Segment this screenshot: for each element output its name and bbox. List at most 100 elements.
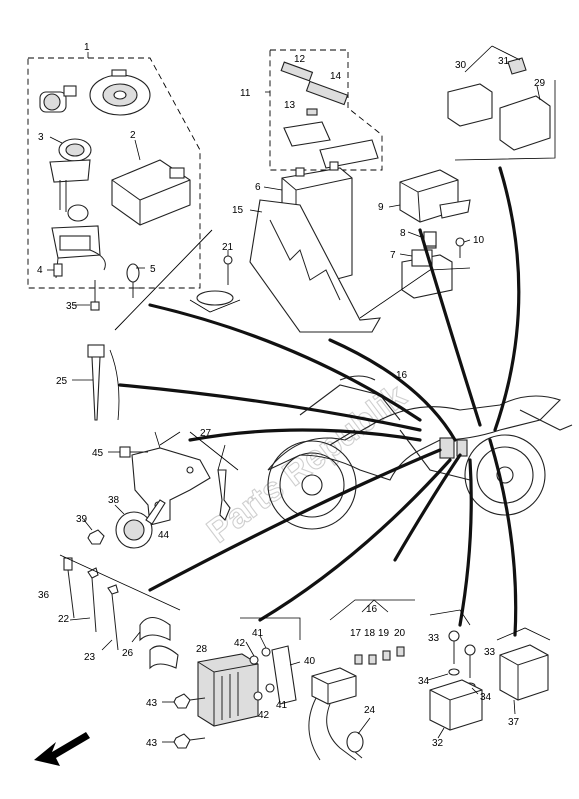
callout-3: 3 (38, 132, 44, 143)
callout-15: 15 (232, 205, 244, 216)
motorcycle-silhouette (267, 375, 573, 530)
relay-37-part (499, 644, 549, 701)
callout-17: 17 (350, 628, 362, 639)
callout-28: 28 (196, 644, 208, 655)
bolts-33-part (448, 630, 476, 678)
callout-25: 25 (56, 376, 68, 387)
relay-group (359, 169, 471, 319)
group-1-dashed-outline (27, 57, 201, 289)
callout-33a: 33 (428, 633, 440, 644)
watermark-text: Parts Republik (200, 377, 413, 551)
rectifier-28-part (197, 653, 259, 727)
battery-band-12 (280, 61, 314, 82)
battery-band-14 (305, 80, 349, 106)
callout-35: 35 (66, 301, 78, 312)
callout-16a: 16 (396, 370, 408, 381)
main-switch-part (49, 138, 106, 279)
bolt-35-part (90, 280, 100, 311)
holder-26-part (139, 616, 179, 670)
relay-32-part (429, 679, 483, 731)
pad-13 (306, 108, 318, 116)
callout-5: 5 (150, 264, 156, 275)
horn-part (115, 499, 166, 549)
key-part (126, 263, 140, 298)
front-direction-arrow (34, 732, 90, 766)
callout-1: 1 (84, 42, 90, 53)
callout-20: 20 (394, 628, 406, 639)
clamp-27-part (217, 469, 231, 521)
left-parts-group (72, 250, 241, 549)
cable-tie-22-part (87, 567, 99, 633)
cap-31-part (507, 57, 527, 75)
callout-29: 29 (534, 78, 546, 89)
bolt-4-part (53, 263, 63, 277)
callout-22: 22 (58, 614, 70, 625)
clamp-24-part (346, 731, 364, 759)
connector-group-top-right (447, 45, 556, 161)
callout-37: 37 (508, 717, 520, 728)
callout-8: 8 (400, 228, 406, 239)
callout-10: 10 (473, 235, 485, 246)
relay-29-part (499, 95, 551, 151)
fuses-17-20-part (354, 646, 405, 665)
callout-34a: 34 (418, 676, 430, 687)
callout-27: 27 (200, 428, 212, 439)
nut-39-part (87, 529, 105, 545)
callout-38: 38 (108, 495, 120, 506)
callout-44: 44 (158, 530, 170, 541)
bolt-10-part (455, 237, 465, 258)
callout-18: 18 (364, 628, 376, 639)
rectifier-group (162, 617, 301, 749)
fuse-box-group (308, 599, 415, 761)
callout-42b: 42 (258, 710, 270, 721)
relay-30-part (447, 83, 493, 127)
battery-box-part (249, 199, 382, 333)
cable-tie-23-part (107, 584, 119, 651)
connection-lines (118, 166, 521, 637)
callout-42a: 42 (234, 638, 246, 649)
fuel-lock-part (89, 69, 151, 116)
callout-13: 13 (284, 100, 296, 111)
callout-43a: 43 (146, 698, 158, 709)
callout-34b: 34 (480, 692, 492, 703)
seat-lock-part (39, 85, 77, 113)
callout-43b: 43 (146, 738, 158, 749)
plate-40-part (271, 645, 297, 705)
callout-2: 2 (130, 130, 136, 141)
callout-41b: 41 (276, 700, 288, 711)
fuse-box-part (308, 667, 357, 761)
callout-23: 23 (84, 652, 96, 663)
callout-19: 19 (378, 628, 390, 639)
callout-36: 36 (38, 590, 50, 601)
right-bottom-group (427, 609, 551, 739)
callout-6: 6 (255, 182, 261, 193)
band-21-part (196, 250, 234, 306)
ecu-part (111, 159, 191, 226)
ignition-switch-group (27, 52, 213, 331)
starter-relay-part (399, 169, 471, 223)
callout-16b: 16 (366, 604, 378, 615)
callout-45: 45 (92, 448, 104, 459)
callout-14: 14 (330, 71, 342, 82)
callout-26: 26 (122, 648, 134, 659)
callout-24: 24 (364, 705, 376, 716)
callout-32: 32 (432, 738, 444, 749)
callout-labels: 1 2 3 4 5 6 7 8 9 10 11 12 13 14 15 16 1… (37, 42, 546, 749)
callout-12: 12 (294, 54, 306, 65)
cable-tie-25-part (87, 344, 105, 421)
callout-30: 30 (455, 60, 467, 71)
callout-39: 39 (76, 514, 88, 525)
battery-cover (319, 139, 379, 169)
callout-31: 31 (498, 56, 510, 67)
callout-41a: 41 (252, 628, 264, 639)
callout-40: 40 (304, 656, 316, 667)
cable-tie-36-part (63, 557, 75, 619)
callout-33b: 33 (484, 647, 496, 658)
callout-21: 21 (222, 242, 234, 253)
battery-holder (283, 121, 331, 147)
callout-7: 7 (390, 250, 396, 261)
callout-11: 11 (240, 88, 251, 99)
callout-4: 4 (37, 265, 43, 276)
callout-9: 9 (378, 202, 384, 213)
